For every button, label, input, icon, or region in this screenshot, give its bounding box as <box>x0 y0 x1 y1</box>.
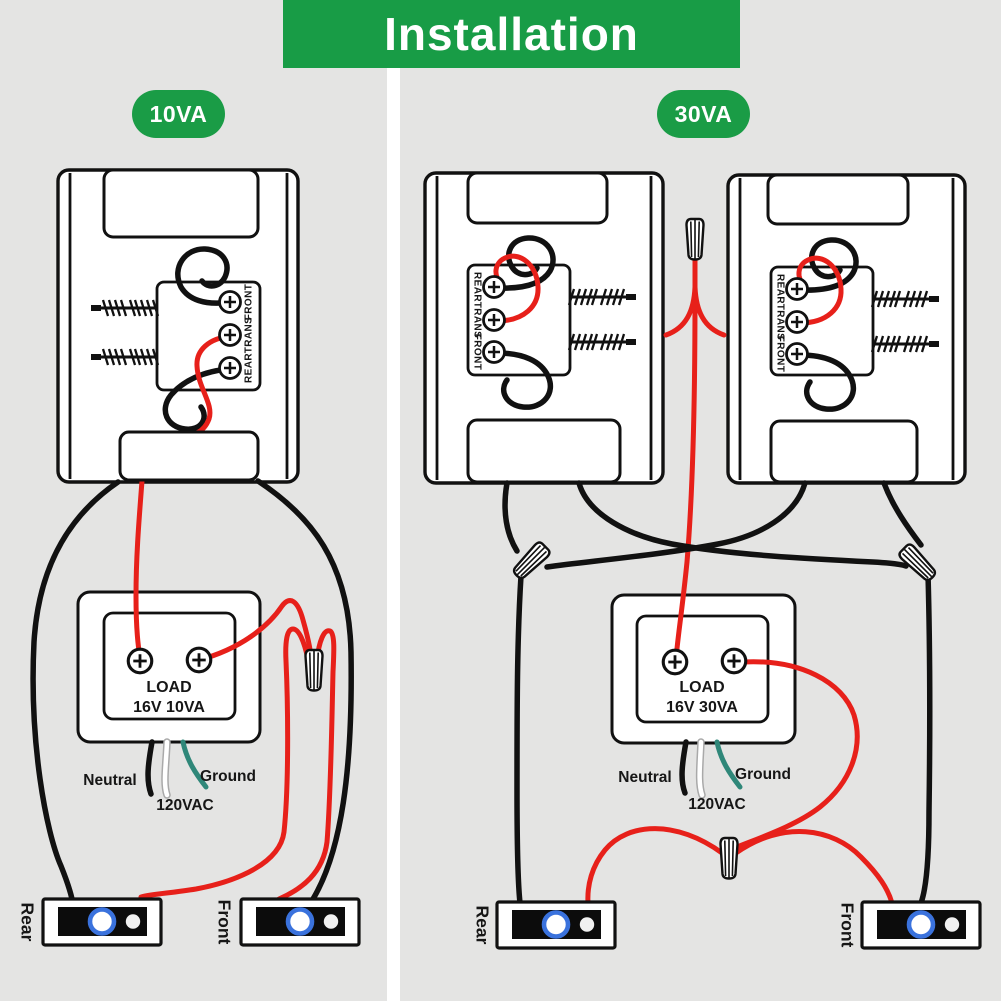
transformer-label-load: LOAD <box>146 679 191 696</box>
terminal-label-trans: TRANS <box>471 302 482 338</box>
doorbell-button-rear-left <box>43 899 161 945</box>
chime-unit-10va <box>56 168 300 484</box>
wire-label-120vac: 120VAC <box>156 797 213 814</box>
button-label-front: Front <box>837 903 857 948</box>
ground-lead-left <box>180 739 209 790</box>
wire-transformer-to-nut <box>196 598 314 663</box>
doorbell-button-front-left <box>241 899 359 945</box>
terminal-label-rear: REAR <box>774 274 785 304</box>
section-divider <box>387 64 400 1001</box>
black-wires <box>30 478 933 906</box>
wire-bottomnut-to-front-button <box>733 829 895 906</box>
vac-leads <box>161 738 743 799</box>
terminal-label-trans: TRANS <box>774 304 785 340</box>
button-label-rear: Rear <box>17 903 37 942</box>
wire-nut-to-rear-button-right <box>514 573 524 906</box>
badge-30va: 30VA <box>657 90 750 138</box>
terminal-label-trans: TRANS <box>244 317 255 353</box>
wire-bottomnut-to-rear-button <box>585 826 725 906</box>
chime-bottom-slot <box>118 430 260 482</box>
wire-trans-loop-left <box>194 333 235 436</box>
terminal-label-rear: REAR <box>244 353 255 383</box>
button-label-rear: Rear <box>472 906 492 945</box>
transformer-30va <box>610 593 797 745</box>
transformer-label-rating: 16V 30VA <box>666 699 738 716</box>
wire-nut-icon <box>304 648 324 692</box>
transformer-label-load: LOAD <box>679 679 724 696</box>
wire-nut-to-front-button-right <box>918 571 933 906</box>
wire-transformer-to-bottomnut <box>734 659 860 850</box>
ground-lead-right <box>714 739 743 790</box>
wire-chime-to-rear-button-left <box>30 479 121 902</box>
terminal-label-front: FRONT <box>244 284 255 320</box>
badge-10va: 10VA <box>132 90 225 138</box>
wire-label-neutral: Neutral <box>83 772 136 789</box>
red-wires <box>133 253 895 906</box>
wire-label-ground: Ground <box>200 768 256 785</box>
button-label-front: Front <box>214 900 234 945</box>
wire-chime-to-transformer <box>133 478 145 660</box>
wire-topnut-to-transformer <box>673 254 698 663</box>
neutral-lead-left <box>145 739 155 797</box>
transformer-10va <box>76 590 262 744</box>
terminal-label-front: FRONT <box>471 334 482 370</box>
doorbell-button-rear-right <box>497 902 615 948</box>
terminal-label-front: FRONT <box>774 336 785 372</box>
wire-nut-to-rear-button <box>138 626 311 900</box>
wire-label-ground: Ground <box>735 766 791 783</box>
page-title: Installation <box>283 0 740 68</box>
wire-nut-icon <box>719 836 739 880</box>
terminal-label-rear: REAR <box>471 272 482 302</box>
wire-label-neutral: Neutral <box>618 769 671 786</box>
wire-label-120vac: 120VAC <box>688 796 745 813</box>
transformer-label-rating: 16V 10VA <box>133 699 205 716</box>
wire-nut-icon <box>685 217 705 261</box>
neutral-lead-right <box>679 739 689 796</box>
wire-chime-to-front-button-left <box>255 478 354 902</box>
chime-unit-30va-b <box>726 173 967 485</box>
wire-nut-to-front-button <box>276 628 337 902</box>
chime-unit-30va-a <box>423 171 665 485</box>
doorbell-button-front-right <box>862 902 980 948</box>
